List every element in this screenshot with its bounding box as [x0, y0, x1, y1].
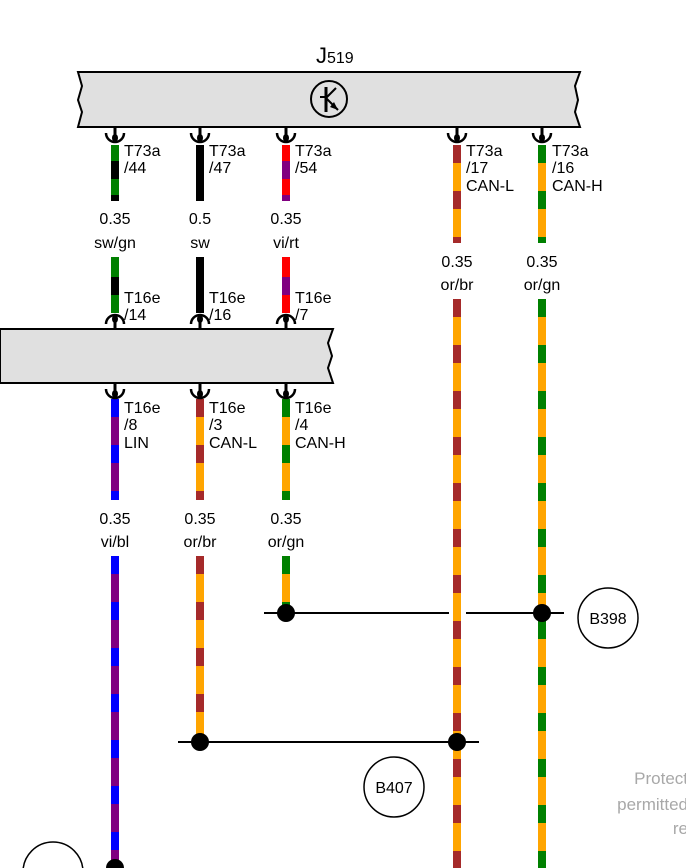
pin-label-connector: T16e [124, 400, 161, 417]
junction-dot [106, 859, 124, 868]
junction-dot [277, 604, 295, 622]
pin-label-connector: T16e [295, 290, 332, 307]
splice-b407[interactable]: B407 [363, 756, 425, 818]
component-title-prefix: J [316, 43, 327, 68]
pin-label-signal: CAN-L [209, 435, 257, 452]
wire-color-code: sw [190, 235, 210, 252]
wire-segment[interactable] [111, 399, 119, 500]
bottom-wire-specs: 0.35 vi/bl 0.35 or/br 0.35 or/gn [99, 511, 304, 551]
pin-label-number: /44 [124, 160, 146, 177]
wire-segment[interactable] [111, 257, 119, 313]
pin-label-number: /4 [295, 417, 308, 434]
pin-label-number: /8 [124, 417, 137, 434]
pin-label-connector: T16e [295, 400, 332, 417]
wire-gauge: 0.35 [270, 211, 301, 228]
pin-label-number: /14 [124, 307, 146, 324]
component-title: J519 [316, 43, 354, 68]
pin-label-number: /16 [552, 160, 574, 177]
pin-label-signal: CAN-L [466, 178, 514, 195]
transistor-icon [310, 80, 348, 118]
upper-wire-specs: 0.35 sw/gn 0.5 sw 0.35 vi/rt 0.35 or/br … [94, 211, 560, 294]
pin-label-signal: CAN-H [552, 178, 603, 195]
splice-b398[interactable]: B398 [577, 587, 639, 649]
component-title-number: 519 [327, 50, 354, 67]
pin-label-connector: T73a [295, 143, 332, 160]
junction-dot [448, 733, 466, 751]
pin-label-connector: T16e [124, 290, 161, 307]
connector-pin-icon [104, 383, 126, 400]
wire-color-code: vi/rt [273, 235, 299, 252]
wire-gauge: 0.35 [184, 511, 215, 528]
pin-label-number: /3 [209, 417, 222, 434]
wire-color-code: or/br [441, 277, 475, 294]
wire-gauge: 0.35 [99, 211, 130, 228]
pin-label-connector: T73a [466, 143, 503, 160]
wire-color-code: sw/gn [94, 235, 136, 252]
pin-label-connector: T73a [552, 143, 589, 160]
wire-gauge: 0.35 [441, 254, 472, 271]
wire-lin-main[interactable] [111, 556, 119, 868]
connector-pin-icon [104, 313, 126, 330]
connector-pin-icon [104, 127, 126, 144]
connector-pin-icon [275, 383, 297, 400]
control-unit-box[interactable] [76, 71, 582, 128]
wire-segment[interactable] [282, 257, 290, 313]
upper-pin-labels: T73a /44 T73a /47 T73a /54 T73a /17 CAN-… [124, 143, 603, 195]
splice-partial[interactable] [22, 841, 84, 868]
pin-label-connector: T16e [209, 290, 246, 307]
pin-label-number: /47 [209, 160, 231, 177]
wire-color-code: or/gn [268, 534, 304, 551]
connector-box-t16e[interactable] [0, 328, 335, 384]
junction-dot [191, 733, 209, 751]
connector-pin-icon [275, 127, 297, 144]
wire-gauge: 0.35 [526, 254, 557, 271]
pin-label-connector: T16e [209, 400, 246, 417]
splice-label: B398 [589, 611, 626, 628]
wire-gauge: 0.35 [270, 511, 301, 528]
pin-label-connector: T73a [209, 143, 246, 160]
connector-pin-icon [531, 127, 553, 144]
pin-label-number: /16 [209, 307, 231, 324]
lower-pin-labels: T16e /14 T16e /16 T16e /7 [124, 290, 332, 324]
pin-label-number: /54 [295, 160, 317, 177]
connector-pin-icon [189, 313, 211, 330]
bottom-pin-labels: T16e /8 LIN T16e /3 CAN-L T16e /4 CAN-H [124, 400, 346, 452]
splice-label: B407 [375, 780, 412, 797]
junction-dot [533, 604, 551, 622]
wire-segment[interactable] [111, 145, 119, 201]
watermark: Protect permitted re [617, 769, 686, 838]
wire-segment[interactable] [282, 145, 290, 201]
wire-gauge: 0.5 [189, 211, 211, 228]
wire-gauge: 0.35 [99, 511, 130, 528]
wire-can-l-main[interactable] [453, 299, 461, 868]
connector-pin-icon [189, 127, 211, 144]
connector-pin-icon [189, 383, 211, 400]
pin-label-connector: T73a [124, 143, 161, 160]
connector-pin-icon [446, 127, 468, 144]
wire-segment[interactable] [538, 145, 546, 243]
wire-color-code: vi/bl [101, 534, 129, 551]
pins-layer [104, 127, 553, 400]
wire-color-code: or/gn [524, 277, 560, 294]
watermark-line: re [673, 819, 686, 838]
wire-segment[interactable] [453, 145, 461, 243]
wire-can-l-branch[interactable] [196, 556, 204, 742]
watermark-line: permitted [617, 795, 686, 814]
wires-layer [111, 145, 546, 868]
watermark-line: Protect [634, 769, 686, 788]
connector-pin-icon [275, 313, 297, 330]
wire-segment[interactable] [282, 399, 290, 500]
wire-segment[interactable] [196, 145, 204, 201]
wire-segment[interactable] [196, 399, 204, 500]
wire-color-code: or/br [184, 534, 218, 551]
wire-segment[interactable] [196, 257, 204, 313]
bus-lines-layer [106, 604, 564, 868]
pin-label-number: /17 [466, 160, 488, 177]
pin-label-signal: CAN-H [295, 435, 346, 452]
pin-label-number: /7 [295, 307, 308, 324]
pin-label-signal: LIN [124, 435, 149, 452]
wire-can-h-main[interactable] [538, 299, 546, 868]
